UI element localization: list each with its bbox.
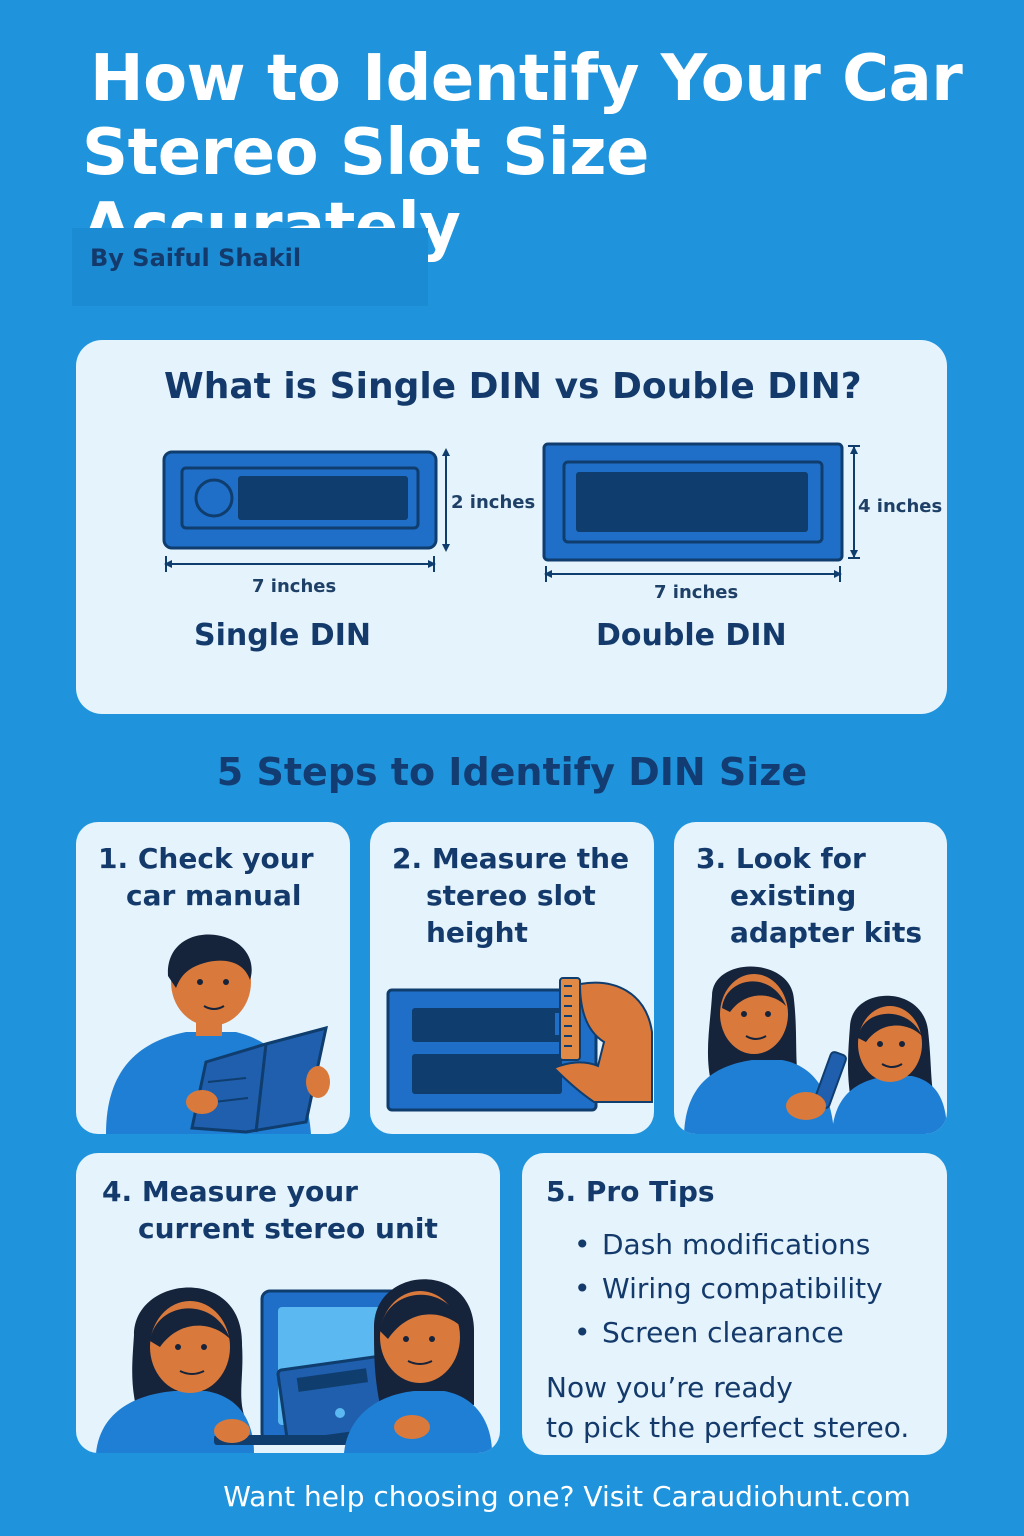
person-reading-icon [106,934,330,1134]
double-din-width: 7 inches [654,582,739,603]
step-4-line-2: current stereo unit [138,1212,438,1245]
single-din-height: 2 inches [451,492,536,513]
hand-measuring-slot-icon [386,977,653,1112]
pro-tips-card: 5. Pro Tips Dash modifications Wiring co… [522,1153,947,1455]
single-din-diagram [162,448,450,572]
closing-text: Now you’re ready to pick the perfect ste… [546,1368,909,1448]
double-din-diagram [542,442,860,582]
single-din-knob [194,478,234,518]
step-card-3: 3. Look for existing adapter kits [674,822,947,1134]
single-din-faceplate [180,466,420,530]
step-2-line-2: stereo slot [426,879,596,912]
pro-tip-item: Screen clearance [574,1311,883,1355]
step-1-line-2: car manual [126,879,302,912]
two-women-icon [684,966,947,1134]
title-line-1: How to Identify Your Car [90,42,963,116]
step-2-line-1: 2. Measure the [392,842,630,875]
step-4-line-1: 4. Measure your [102,1175,358,1208]
steps-heading: 5 Steps to Identify DIN Size [216,750,808,794]
double-din-label: Double DIN [596,618,787,653]
step-3-line-3: adapter kits [730,916,923,949]
step-card-2: 2. Measure the stereo slot height [370,822,654,1134]
closing-line-2: to pick the perfect stereo. [546,1411,910,1444]
din-comparison-card: What is Single DIN vs Double DIN? 2 inch… [76,340,947,714]
closing-line-1: Now you’re ready [546,1371,793,1404]
step-card-1: 1. Check your car manual [76,822,350,1134]
step-3-line-1: 3. Look for [696,842,866,875]
pro-tip-item: Wiring compatibility [574,1267,883,1311]
step-2-line-3: height [426,916,528,949]
double-din-faceplate [562,460,824,544]
step-3-line-2: existing [730,879,857,912]
step-card-4: 4. Measure your current stereo unit [76,1153,500,1453]
double-din-display [576,472,808,532]
author-byline: By Saiful Shakil [72,228,428,306]
pro-tips-list: Dash modifications Wiring compatibility … [574,1223,883,1355]
single-din-width: 7 inches [252,576,337,597]
double-din-height: 4 inches [858,496,943,517]
two-people-laptop-icon [96,1279,492,1453]
step-1-line-1: 1. Check your [98,842,314,875]
single-din-label: Single DIN [194,618,371,653]
footer-cta: Want help choosing one? Visit Caraudiohu… [223,1480,911,1513]
pro-tips-heading: 5. Pro Tips [546,1175,715,1208]
pro-tip-item: Dash modifications [574,1223,883,1267]
din-heading: What is Single DIN vs Double DIN? [164,366,862,407]
single-din-display [238,476,408,520]
page-title: How to Identify Your Car Stereo Slot Siz… [82,42,982,264]
